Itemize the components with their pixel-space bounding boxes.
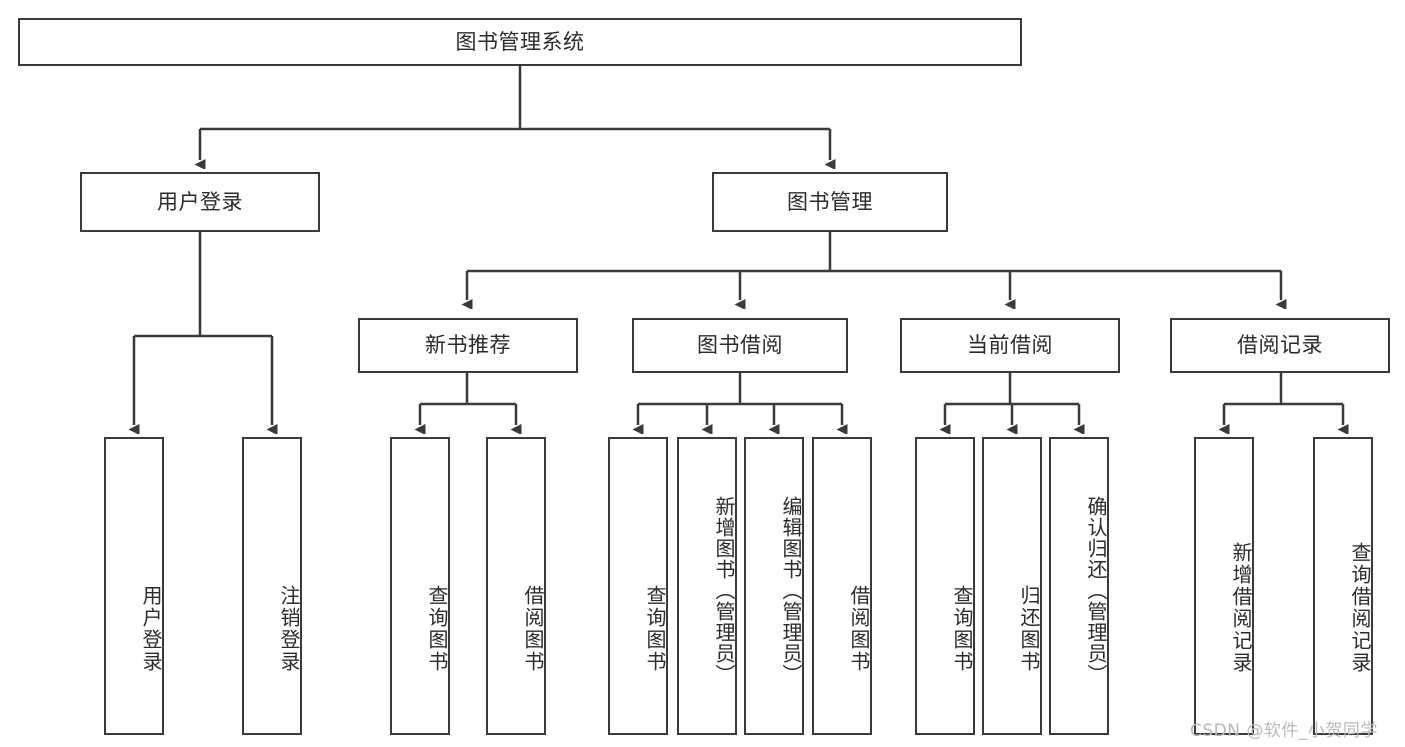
node-leaf-user-login[interactable]: 用户登录	[104, 437, 164, 735]
node-book-management[interactable]: 图书管理	[712, 172, 948, 232]
node-leaf-query-book-newbook[interactable]: 查询图书	[390, 437, 450, 735]
node-user-login[interactable]: 用户登录	[80, 172, 320, 232]
node-leaf-edit-book-admin-label: 编辑图书（管理员）	[779, 495, 803, 685]
node-leaf-confirm-return-admin[interactable]: 确认归还（管理员）	[1049, 437, 1109, 735]
node-leaf-borrow-book-borrow-label: 借阅图书	[847, 585, 871, 673]
node-new-book-recommend[interactable]: 新书推荐	[358, 318, 578, 373]
node-leaf-add-book-admin[interactable]: 新增图书（管理员）	[677, 437, 737, 735]
node-borrow-record-label: 借阅记录	[1237, 333, 1323, 358]
node-user-login-label: 用户登录	[157, 189, 243, 214]
node-book-borrow[interactable]: 图书借阅	[632, 318, 848, 373]
node-leaf-query-book-borrow[interactable]: 查询图书	[608, 437, 668, 735]
node-leaf-user-login-label: 用户登录	[139, 585, 163, 673]
node-leaf-add-borrow-record-label: 新增借阅记录	[1229, 542, 1253, 674]
node-book-borrow-label: 图书借阅	[697, 333, 783, 358]
node-root-system-label: 图书管理系统	[455, 29, 585, 54]
node-leaf-query-book-newbook-label: 查询图书	[425, 585, 449, 673]
node-leaf-return-book[interactable]: 归还图书	[982, 437, 1042, 735]
node-leaf-add-borrow-record[interactable]: 新增借阅记录	[1194, 437, 1254, 735]
node-book-management-label: 图书管理	[787, 189, 873, 214]
node-current-borrow[interactable]: 当前借阅	[900, 318, 1120, 373]
node-root-system[interactable]: 图书管理系统	[18, 18, 1022, 66]
node-current-borrow-label: 当前借阅	[967, 333, 1053, 358]
node-leaf-query-book-borrow-label: 查询图书	[643, 585, 667, 673]
node-leaf-query-book-current[interactable]: 查询图书	[915, 437, 975, 735]
node-leaf-query-borrow-record[interactable]: 查询借阅记录	[1313, 437, 1373, 735]
node-leaf-logout[interactable]: 注销登录	[242, 437, 302, 735]
node-leaf-confirm-return-admin-label: 确认归还（管理员）	[1084, 495, 1108, 685]
csdn-watermark: CSDN @软件_小贺同学	[1190, 721, 1378, 741]
node-leaf-query-borrow-record-label: 查询借阅记录	[1348, 542, 1372, 674]
node-leaf-logout-label: 注销登录	[277, 585, 301, 673]
node-new-book-recommend-label: 新书推荐	[425, 333, 511, 358]
node-leaf-return-book-label: 归还图书	[1017, 585, 1041, 673]
node-borrow-record[interactable]: 借阅记录	[1170, 318, 1390, 373]
node-leaf-borrow-book-newbook-label: 借阅图书	[521, 585, 545, 673]
node-leaf-edit-book-admin[interactable]: 编辑图书（管理员）	[744, 437, 804, 735]
node-leaf-add-book-admin-label: 新增图书（管理员）	[712, 495, 736, 685]
node-leaf-query-book-current-label: 查询图书	[950, 585, 974, 673]
node-leaf-borrow-book-newbook[interactable]: 借阅图书	[486, 437, 546, 735]
node-leaf-borrow-book-borrow[interactable]: 借阅图书	[812, 437, 872, 735]
